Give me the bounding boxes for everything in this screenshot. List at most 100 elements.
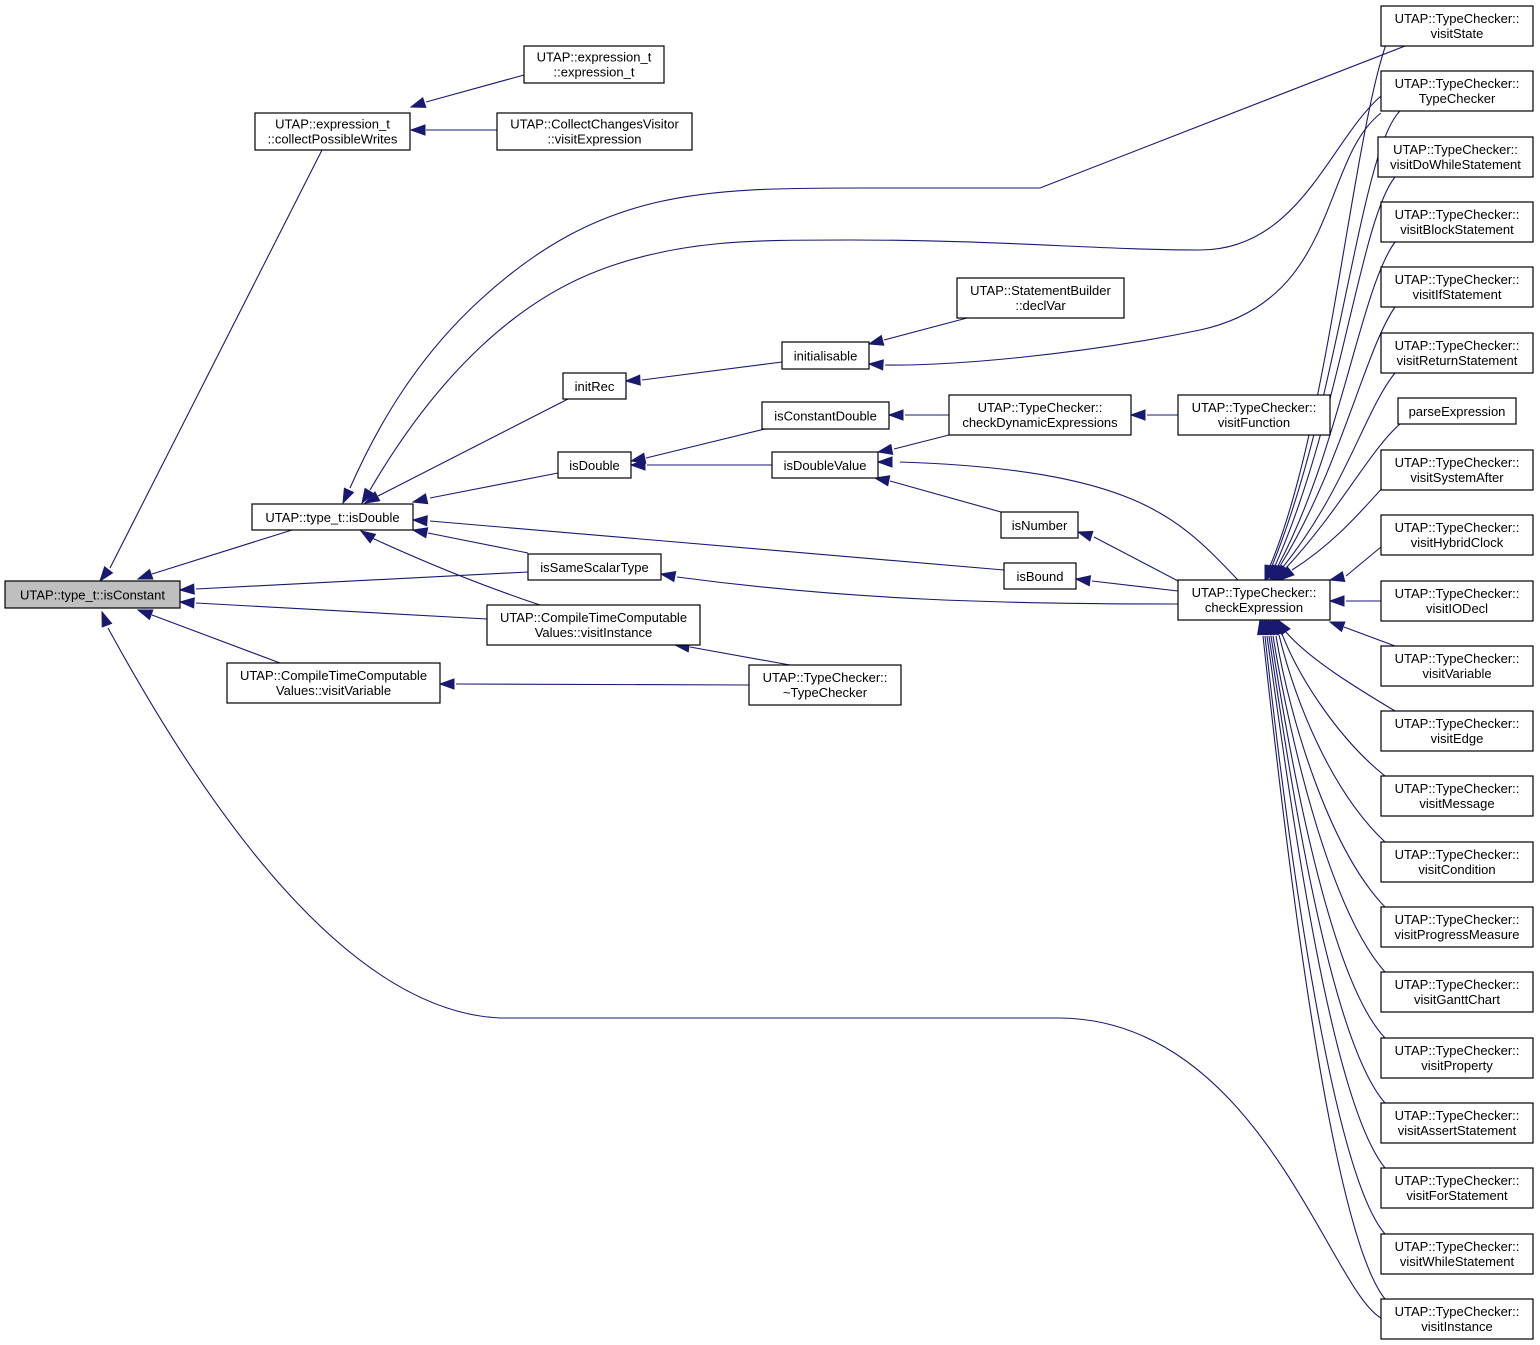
edge-visitfunc-to-checkdyn [1129, 409, 1178, 421]
node-ccvisit[interactable]: UTAP::CollectChangesVisitor::visitExpres… [496, 112, 693, 151]
node-checkdyn[interactable]: UTAP::TypeChecker::checkDynamicExpressio… [948, 394, 1132, 436]
edge-r18-to-checkexpr [1263, 618, 1386, 1104]
node-r2[interactable]: UTAP::TypeChecker::TypeChecker [1380, 70, 1534, 112]
node-box [562, 372, 627, 400]
node-collect[interactable]: UTAP::expression_t::collectPossibleWrite… [254, 112, 411, 151]
node-r7[interactable]: parseExpression [1397, 397, 1517, 425]
node-label: visitMessage [1419, 796, 1494, 811]
node-label: UTAP::TypeChecker:: [1395, 1173, 1520, 1188]
node-label: UTAP::CompileTimeComputable [240, 668, 427, 683]
node-isdouble_t[interactable]: UTAP::type_t::isDouble [251, 503, 414, 531]
edge-isbound-to-isdouble_t [411, 515, 1005, 571]
node-box [1380, 201, 1534, 243]
node-box [1380, 1037, 1534, 1079]
node-label: UTAP::TypeChecker:: [1395, 1043, 1520, 1058]
arrow-head [411, 493, 429, 505]
node-root[interactable]: UTAP::type_t::isConstant [4, 580, 181, 609]
edge-exprt-to-collect [409, 74, 525, 108]
node-isdouble[interactable]: isDouble [557, 451, 632, 479]
node-r18[interactable]: UTAP::TypeChecker::visitAssertStatement [1380, 1102, 1534, 1144]
arrow-head [876, 456, 893, 468]
edge-r21-to-root [101, 610, 1382, 1319]
node-checkexpr[interactable]: UTAP::TypeChecker::checkExpression [1177, 579, 1331, 621]
node-declvar[interactable]: UTAP::StatementBuilder::declVar [956, 277, 1125, 319]
node-r14[interactable]: UTAP::TypeChecker::visitCondition [1380, 841, 1534, 883]
edge-checkexpr-to-isdoublevalue [876, 456, 1239, 581]
edge-line [1343, 626, 1396, 647]
node-label: UTAP::TypeChecker:: [1395, 520, 1520, 535]
edge-line [377, 398, 569, 497]
node-isbound[interactable]: isBound [1003, 562, 1077, 590]
node-label: visitAssertStatement [1398, 1123, 1517, 1138]
node-label: Values::visitInstance [535, 625, 653, 640]
node-ctcinst[interactable]: UTAP::CompileTimeComputableValues::visit… [486, 604, 701, 646]
node-r13[interactable]: UTAP::TypeChecker::visitMessage [1380, 775, 1534, 817]
node-dtor[interactable]: UTAP::TypeChecker::~TypeChecker [748, 664, 902, 706]
edge-checkexpr-to-isbound [1074, 575, 1179, 592]
node-initialisable[interactable]: initialisable [781, 341, 870, 370]
node-r17[interactable]: UTAP::TypeChecker::visitProperty [1380, 1037, 1534, 1079]
node-r8[interactable]: UTAP::TypeChecker::visitSystemAfter [1380, 449, 1534, 491]
edge-line [645, 428, 766, 459]
arrow-head [136, 609, 154, 621]
node-label: UTAP::TypeChecker:: [1395, 651, 1520, 666]
node-r9[interactable]: UTAP::TypeChecker::visitHybridClock [1380, 514, 1534, 556]
node-issame[interactable]: isSameScalarType [527, 553, 662, 581]
node-isnumber[interactable]: isNumber [1000, 511, 1079, 539]
edge-line [1282, 372, 1396, 568]
edge-isdoublevalue-to-isdouble [629, 459, 772, 471]
arrow-head [363, 491, 381, 504]
arrow-head [629, 459, 646, 471]
edge-isdouble_t-to-root [136, 529, 293, 580]
node-r10[interactable]: UTAP::TypeChecker::visitIODecl [1380, 580, 1534, 622]
node-box [1380, 1102, 1534, 1144]
node-r21[interactable]: UTAP::TypeChecker::visitInstance [1380, 1298, 1534, 1340]
graph-edges [99, 5, 1411, 1319]
node-r5[interactable]: UTAP::TypeChecker::visitIfStatement [1380, 266, 1534, 308]
edge-line [371, 537, 541, 606]
edge-line [1281, 633, 1386, 777]
edge-line [883, 317, 968, 341]
node-r6[interactable]: UTAP::TypeChecker::visitReturnStatement [1380, 332, 1534, 374]
node-r12[interactable]: UTAP::TypeChecker::visitEdge [1380, 710, 1534, 752]
edge-r7-to-checkexpr [1277, 423, 1401, 582]
arrow-head [342, 487, 355, 505]
node-isdoublevalue[interactable]: isDoubleValue [771, 451, 879, 479]
node-initrec[interactable]: initRec [562, 372, 627, 400]
node-box [1003, 562, 1077, 590]
node-label: visitDoWhileStatement [1390, 157, 1521, 172]
node-exprt[interactable]: UTAP::expression_t::expression_t [523, 45, 665, 84]
node-r1[interactable]: UTAP::TypeChecker::visitState [1380, 5, 1534, 47]
edge-line [889, 480, 1002, 513]
edge-isdouble-to-isdouble_t [411, 472, 559, 505]
edge-line [369, 95, 1382, 491]
arrow-head [1129, 409, 1146, 421]
edge-line [1345, 546, 1382, 577]
arrow-head [1328, 570, 1346, 583]
node-r4[interactable]: UTAP::TypeChecker::visitBlockStatement [1380, 201, 1534, 243]
arrow-head [359, 530, 377, 544]
node-label: UTAP::TypeChecker:: [1395, 272, 1520, 287]
node-r16[interactable]: UTAP::TypeChecker::visitGanttChart [1380, 971, 1534, 1013]
node-box [1380, 1167, 1534, 1209]
edge-line [689, 646, 791, 666]
node-label: visitProperty [1421, 1058, 1493, 1073]
node-r11[interactable]: UTAP::TypeChecker::visitVariable [1380, 645, 1534, 687]
node-r20[interactable]: UTAP::TypeChecker::visitWhileStatement [1380, 1233, 1534, 1275]
node-label: UTAP::TypeChecker:: [763, 670, 888, 685]
node-ctcvar[interactable]: UTAP::CompileTimeComputableValues::visit… [226, 662, 441, 704]
node-label: Values::visitVariable [276, 683, 391, 698]
node-box [4, 580, 181, 609]
edge-line [1262, 635, 1386, 1300]
node-label: isConstantDouble [774, 409, 877, 424]
node-r3[interactable]: UTAP::TypeChecker::visitDoWhileStatement [1377, 136, 1534, 178]
edge-ctcinst-to-root [178, 597, 488, 620]
node-r19[interactable]: UTAP::TypeChecker::visitForStatement [1380, 1167, 1534, 1209]
node-box [254, 112, 411, 151]
node-r15[interactable]: UTAP::TypeChecker::visitProgressMeasure [1380, 906, 1534, 948]
node-isconstdouble[interactable]: isConstantDouble [761, 401, 890, 430]
node-visitfunc[interactable]: UTAP::TypeChecker::visitFunction [1177, 394, 1331, 436]
edge-line [893, 434, 950, 450]
arrow-head [1328, 595, 1345, 607]
edge-issame-to-isdouble_t [411, 527, 529, 554]
